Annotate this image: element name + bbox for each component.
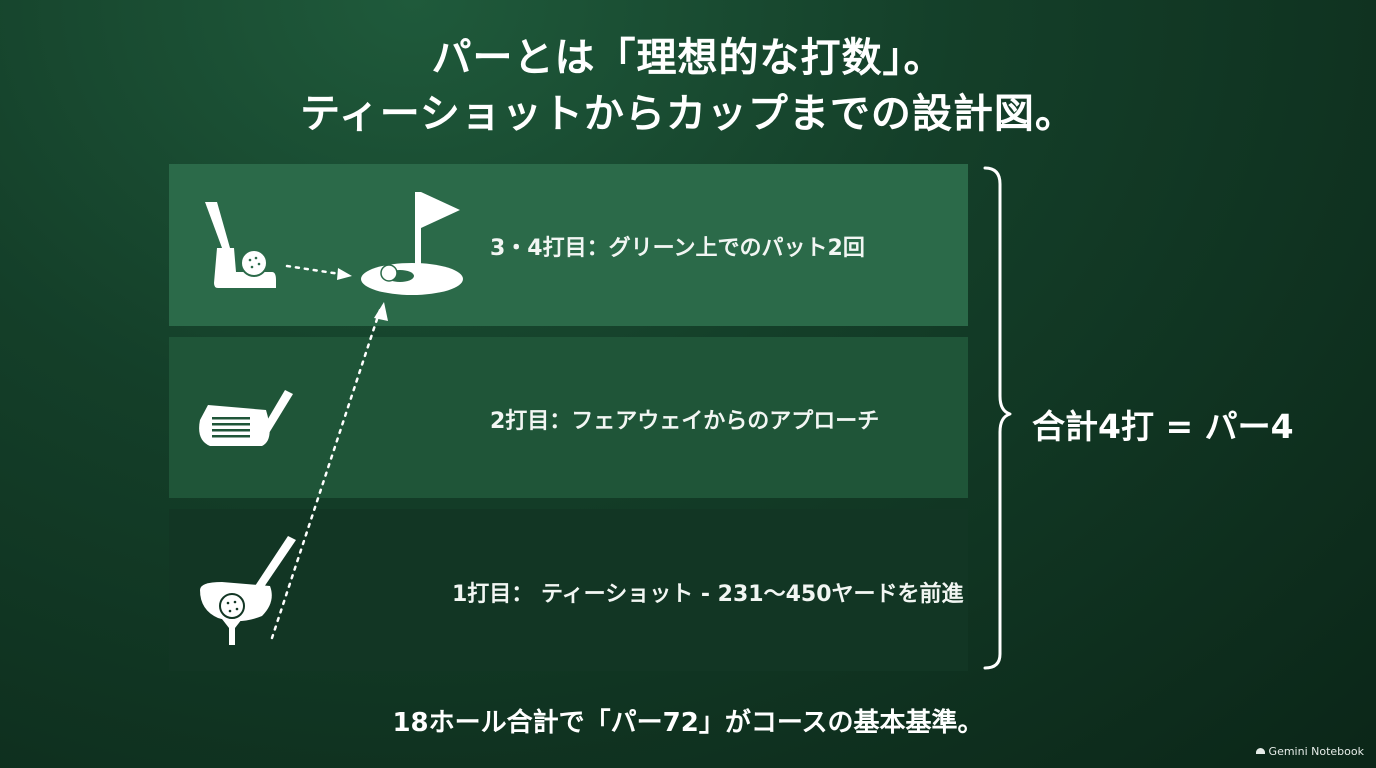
putt-path-arrow (337, 268, 352, 280)
stage-band-tee-shot (169, 509, 968, 671)
putt-path-line (285, 264, 342, 276)
title-line-1: パーとは「理想的な打数」。 (431, 34, 945, 81)
iron-icon (199, 390, 293, 446)
stage-band-approach (169, 337, 968, 498)
driver-icon (200, 536, 296, 645)
brand-watermark: Gemini Notebook (1255, 745, 1364, 758)
shot-path-arrow (374, 302, 388, 321)
stage-band-putting (169, 164, 968, 326)
brand-logo-icon (1255, 748, 1265, 754)
stage-label-tee-shot: 1打目： ティーショット - 231〜450ヤードを前進 (452, 582, 964, 607)
stage-label-approach: 2打目：フェアウェイからのアプローチ (490, 409, 880, 434)
title-line-2: ティーショットからカップまでの設計図。 (300, 90, 1076, 137)
brand-name: Gemini Notebook (1268, 745, 1364, 758)
total-strokes-label: 合計4打 = パー4 (1032, 407, 1294, 446)
putter-icon (205, 202, 276, 288)
shot-path-line (270, 305, 383, 640)
flag-hole-icon (361, 192, 463, 295)
footer-note: 18ホール合計で「パー72」がコースの基本基準。 (392, 708, 984, 738)
stage-label-putting: 3・4打目：グリーン上でのパット2回 (490, 236, 865, 261)
total-brace (983, 166, 1012, 670)
